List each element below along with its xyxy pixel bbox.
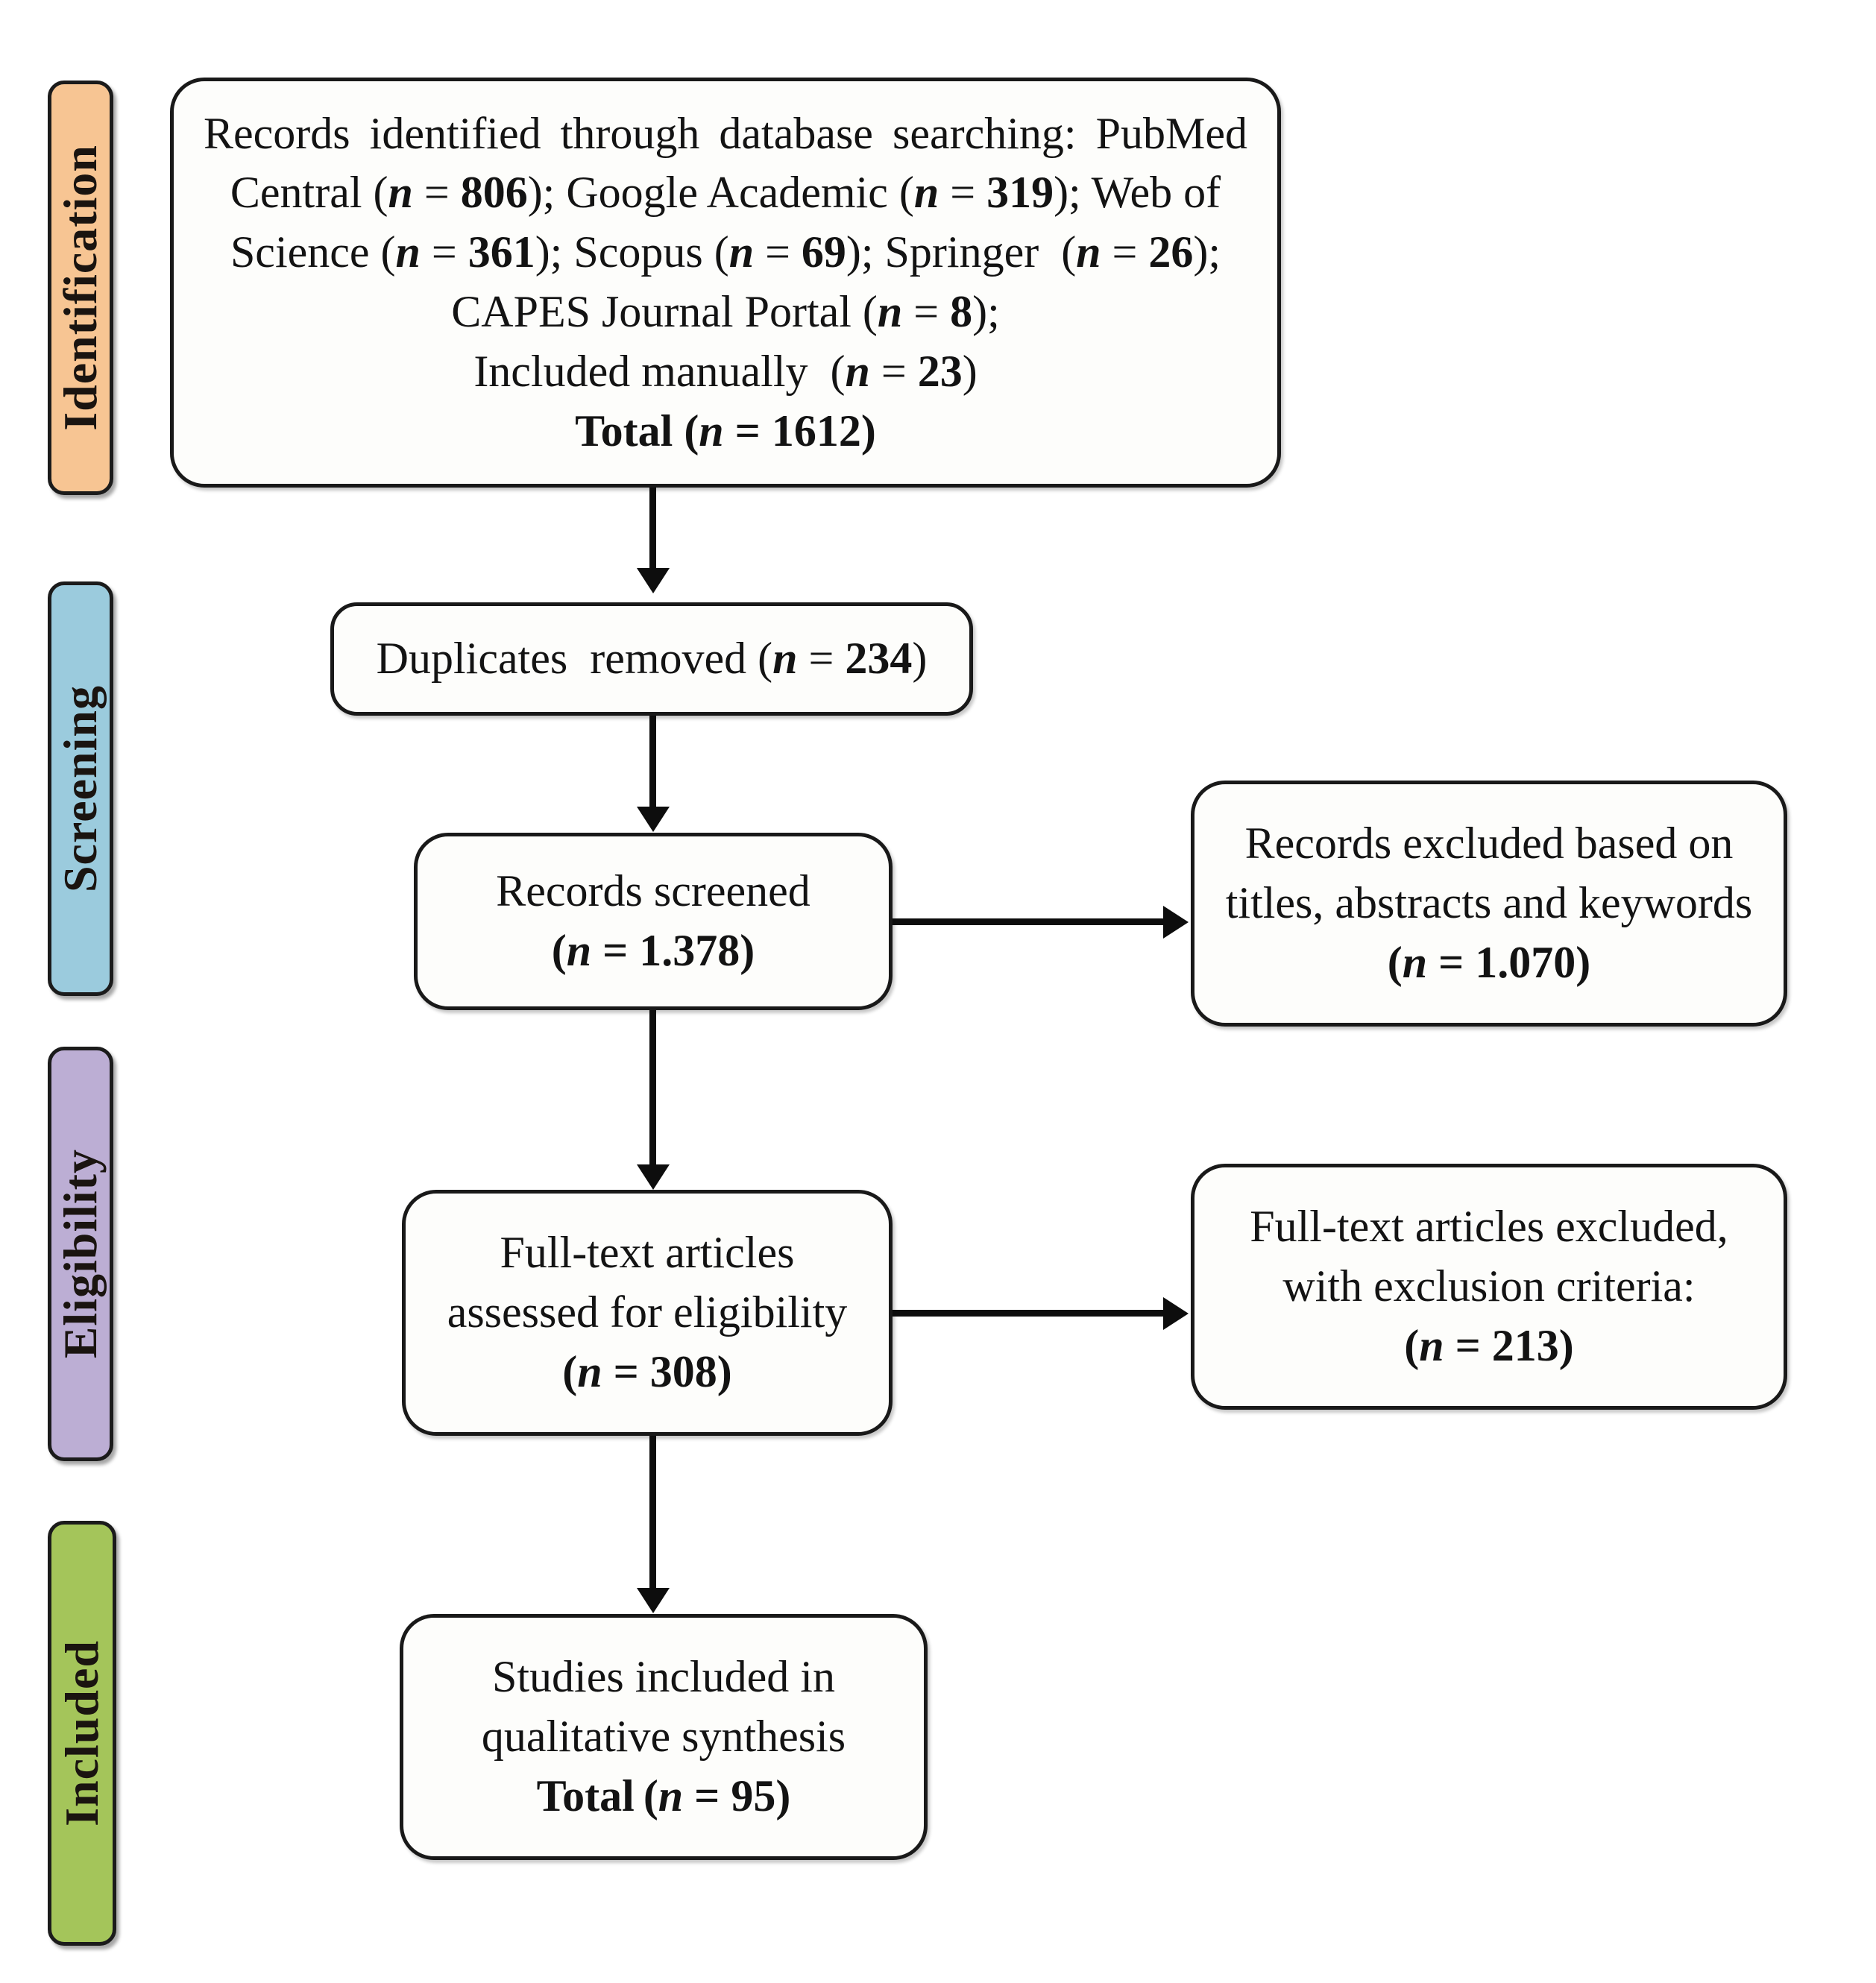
connector-fulltext-to-excluded — [893, 1310, 1168, 1317]
stage-tab-included: Included — [48, 1521, 116, 1946]
identified-line-3: Science (n = 361); Scopus (n = 69); Spri… — [230, 227, 1221, 277]
records-excluded-box: Records excluded based on titles, abstra… — [1191, 781, 1787, 1027]
stage-label-screening: Screening — [54, 684, 107, 893]
fulltext-assessed-line-1: Full-text articles — [500, 1228, 795, 1278]
identified-total-label: Total — [575, 406, 673, 455]
fulltext-excluded-n: 213 — [1491, 1320, 1559, 1370]
identified-line-5: Included manually (n = 23) — [473, 346, 978, 396]
studies-included-line-1: Studies included in — [492, 1652, 835, 1702]
records-excluded-line-2: titles, abstracts and keywords — [1225, 878, 1753, 928]
records-excluded-line-3: (n = 1.070) — [1387, 937, 1591, 987]
fulltext-assessed-line-2: assessed for eligibility — [447, 1287, 848, 1337]
records-screened-line-1: Records screened — [496, 866, 810, 916]
stage-tab-eligibility: Eligibility — [48, 1047, 113, 1461]
connector-duplicates-to-screened — [649, 716, 656, 813]
fulltext-excluded-line-2: with exclusion criteria: — [1282, 1261, 1696, 1311]
arrowhead-identified-to-duplicates — [637, 568, 670, 593]
arrowhead-screened-to-fulltext — [637, 1164, 670, 1190]
arrowhead-fulltext-to-included — [637, 1588, 670, 1613]
stage-tab-identification: Identification — [48, 81, 113, 495]
records-excluded-line-1: Records excluded based on — [1244, 819, 1734, 868]
fulltext-assessed-line-3: (n = 308) — [562, 1346, 732, 1396]
identified-total-line: Total (n = 1612) — [575, 406, 876, 455]
studies-included-line-3: Total (n = 95) — [536, 1771, 791, 1820]
fulltext-excluded-line-1: Full-text articles excluded, — [1250, 1202, 1728, 1252]
arrowhead-fulltext-to-excluded — [1163, 1297, 1189, 1330]
studies-included-n: 95 — [731, 1771, 776, 1820]
identified-line-1: Records identified through database sear… — [204, 108, 1247, 158]
identified-total-n: 1612 — [771, 406, 861, 455]
fulltext-excluded-line-3: (n = 213) — [1404, 1320, 1574, 1370]
connector-screened-to-excluded — [893, 918, 1168, 925]
arrowhead-duplicates-to-screened — [637, 807, 670, 832]
identified-line-4: CAPES Journal Portal (n = 8); — [451, 287, 1000, 336]
fulltext-assessed-n: 308 — [649, 1346, 717, 1396]
connector-identified-to-duplicates — [649, 488, 656, 574]
duplicates-removed-box: Duplicates removed (n = 234) — [330, 602, 973, 716]
fulltext-assessed-box: Full-text articles assessed for eligibil… — [402, 1190, 893, 1436]
stage-tab-screening: Screening — [48, 581, 113, 996]
duplicates-removed-n: 234 — [845, 634, 913, 684]
stage-label-eligibility: Eligibility — [54, 1149, 107, 1359]
connector-fulltext-to-included — [649, 1436, 656, 1594]
connector-screened-to-fulltext — [649, 1010, 656, 1170]
stage-label-identification: Identification — [54, 145, 107, 431]
records-screened-n: 1.378 — [639, 926, 740, 975]
identified-line-2: Central (n = 806); Google Academic (n = … — [230, 168, 1221, 218]
studies-included-box: Studies included in qualitative synthesi… — [400, 1614, 928, 1860]
stage-label-included: Included — [55, 1640, 108, 1826]
records-identified-box: Records identified through database sear… — [170, 78, 1281, 488]
studies-included-line-2: qualitative synthesis — [481, 1712, 846, 1762]
records-excluded-n: 1.070 — [1475, 937, 1576, 987]
arrowhead-screened-to-excluded — [1163, 906, 1189, 939]
records-screened-line-2: (n = 1.378) — [551, 926, 755, 975]
duplicates-removed-text: Duplicates removed (n = 234) — [376, 634, 928, 684]
records-screened-box: Records screened (n = 1.378) — [414, 833, 893, 1010]
fulltext-excluded-box: Full-text articles excluded, with exclus… — [1191, 1164, 1787, 1410]
